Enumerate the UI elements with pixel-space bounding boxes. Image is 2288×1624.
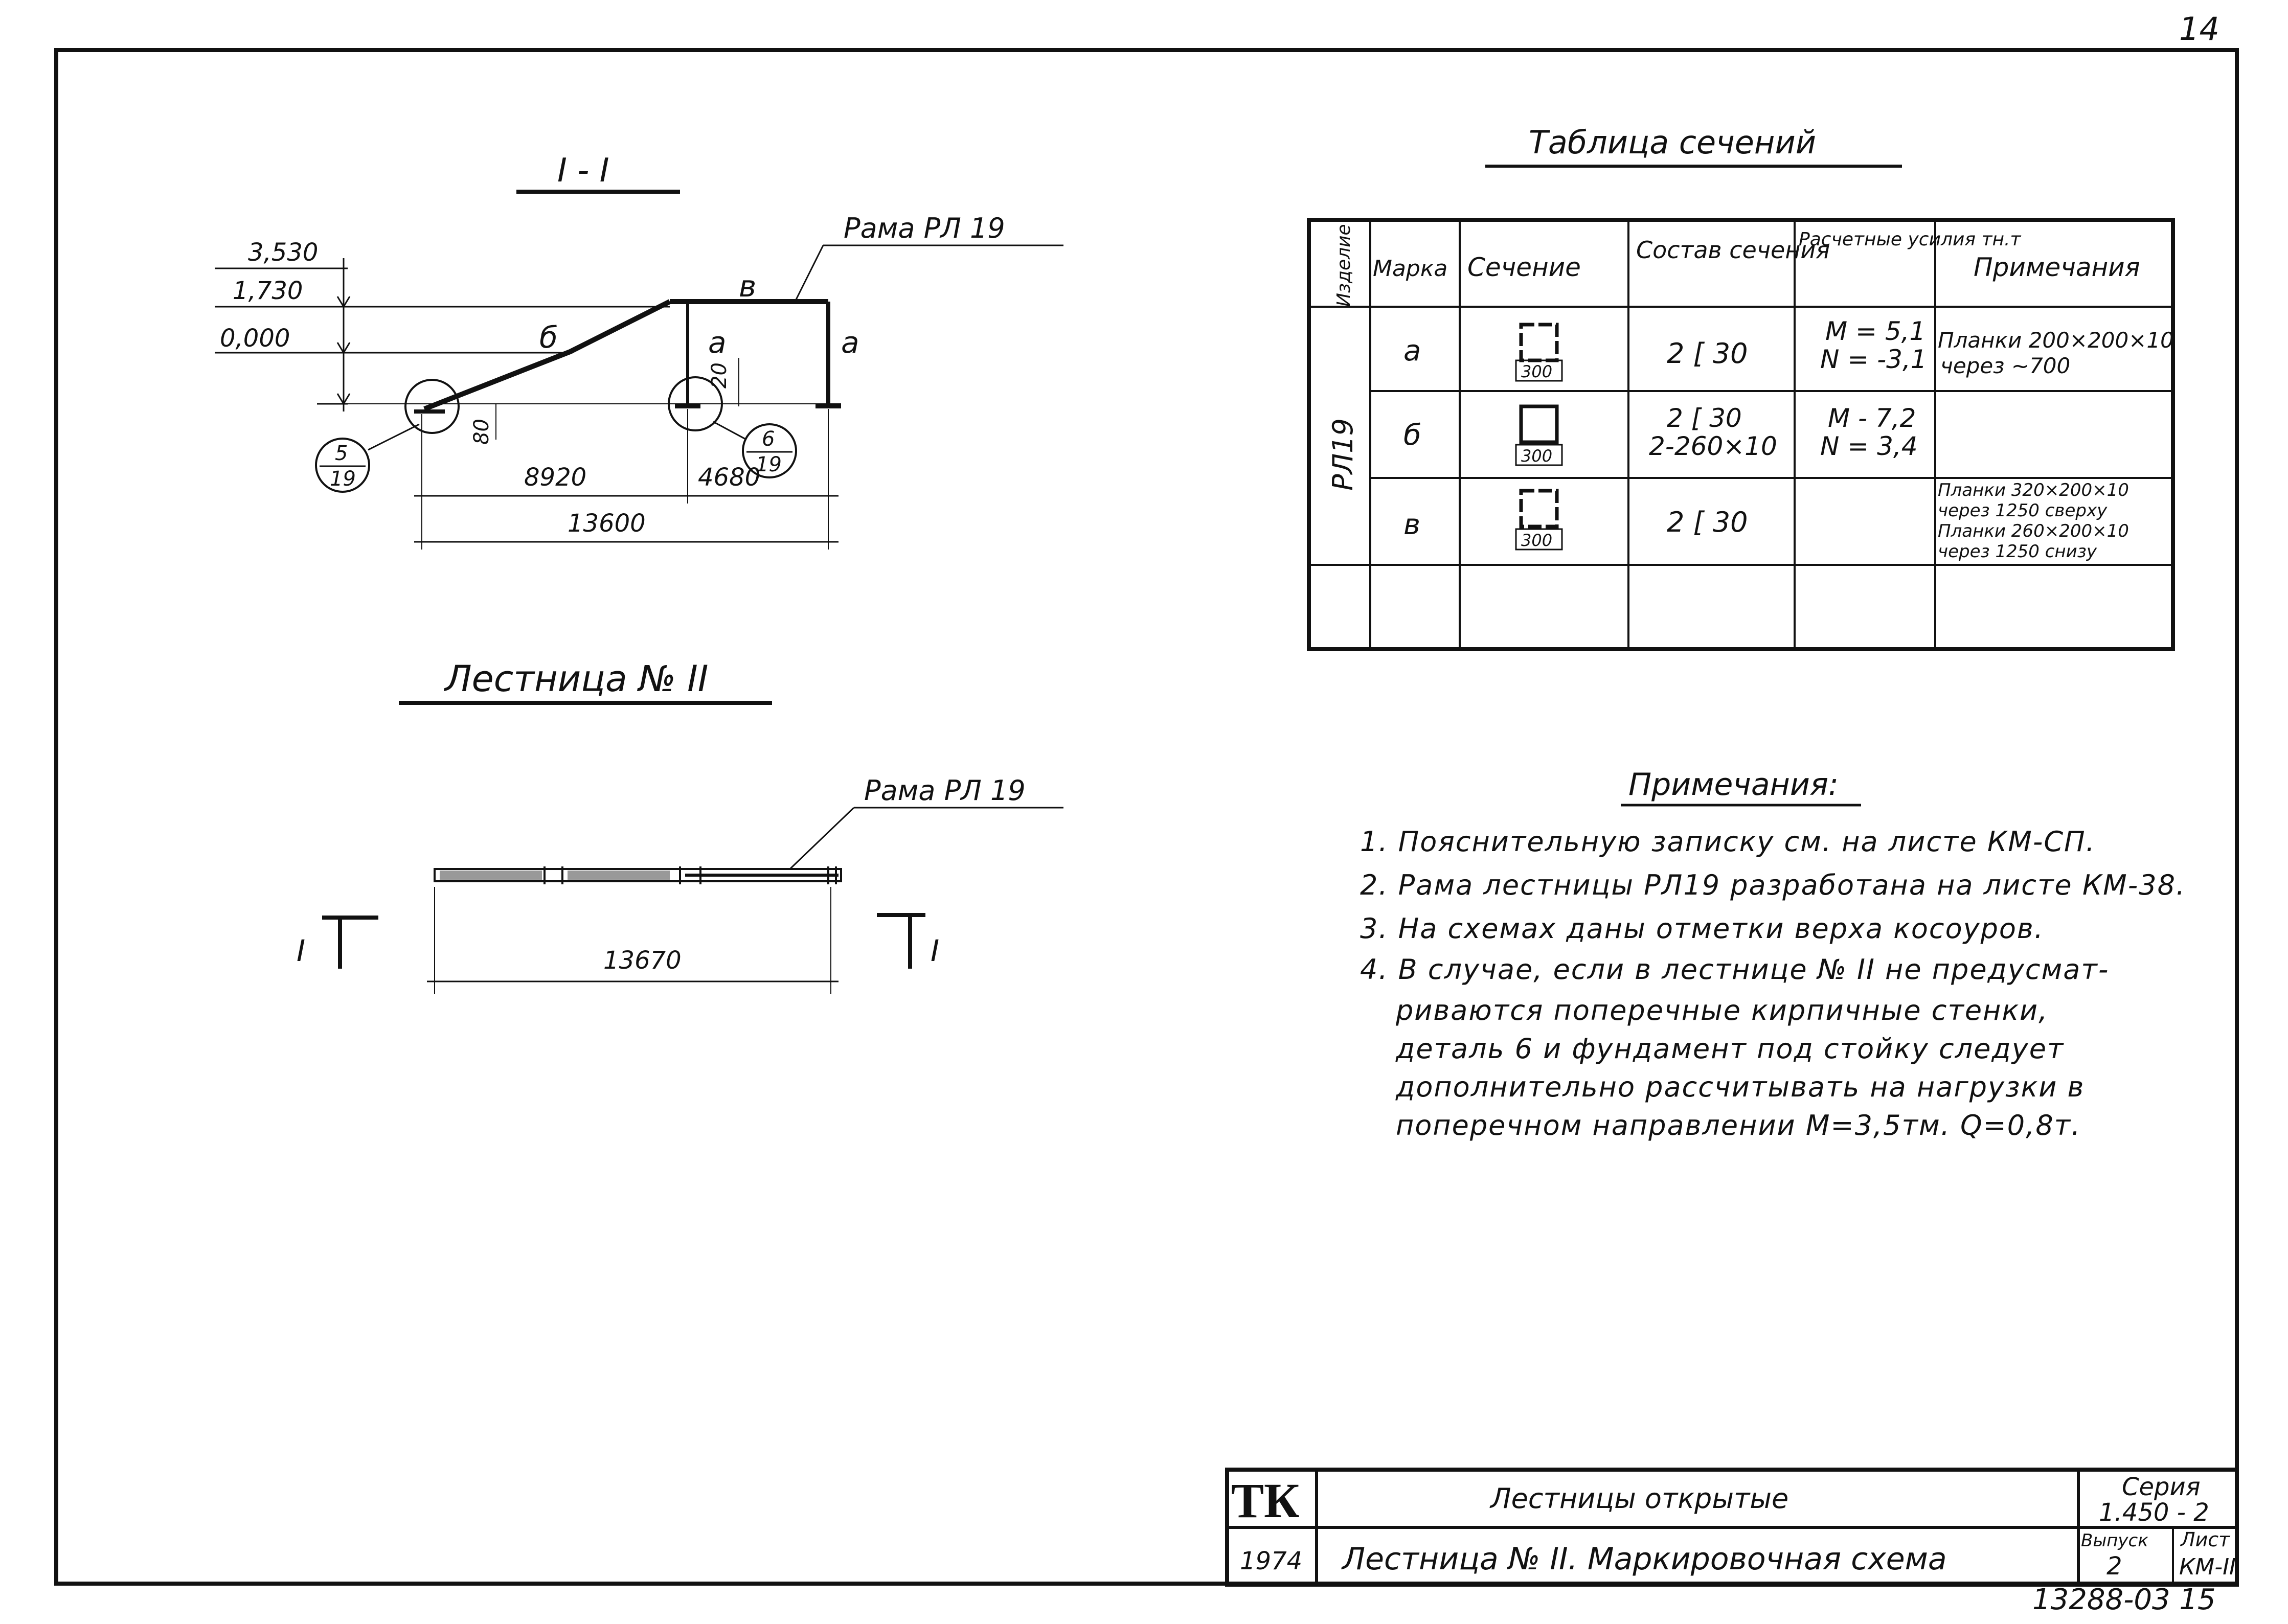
title-top: Лестницы открытые [1489,1482,1788,1515]
cut-mark-left: I [297,933,305,968]
notes-block: Примечания: [1621,767,1861,807]
sheet-value: КМ-II [2179,1554,2236,1580]
row-a-composition: 2 [ 30 [1667,337,1748,370]
table-title: Таблица сечений [1529,124,1816,161]
row-b-force-n: N = 3,4 [1820,431,1918,461]
dim-13600: 13600 [568,509,646,538]
dim-80: 80 [470,419,493,445]
row-b-force-m: М - 7,2 [1828,403,1916,433]
row-a-section-icon: 300 [1515,323,1563,382]
row-a-force-n: N = -3,1 [1820,345,1927,374]
issue-label: Выпуск [2081,1530,2148,1551]
member-mark-a2: а [841,325,859,360]
callout-5-den: 19 [330,467,356,491]
note-1: 1. Пояснительную записку см. на листе КМ… [1360,826,2096,858]
issue-value: 2 [2106,1552,2122,1581]
note-4-cont-2: деталь 6 и фундамент под стойку следует [1396,1033,2065,1065]
member-mark-b: б [539,320,558,355]
svg-text:300: 300 [1521,531,1552,550]
member-mark-v: в [739,269,756,304]
row-v-note-4: через 1250 снизу [1938,541,2097,562]
section-frame-label: Рама РЛ 19 [844,212,1005,244]
row-v-note-1: Планки 320×200×10 [1938,480,2129,500]
page-number: 14 [2179,10,2219,48]
row-v-note-2: через 1250 сверху [1938,500,2108,521]
note-4: 4. В случае, если в лестнице № II не пре… [1360,953,2110,986]
dim-8920: 8920 [524,463,586,492]
row-b-composition-2: 2-260×10 [1649,431,1777,461]
row-v-section-icon: 300 [1515,489,1563,551]
sheet-label: Лист [2180,1528,2231,1551]
product-rl19: РЛ19 [1327,418,1359,491]
callout-5-num: 5 [335,442,348,465]
svg-text:300: 300 [1521,362,1552,381]
header-mark: Марка [1373,256,1447,282]
header-composition: Состав сечения [1636,236,1830,264]
row-a-force-m: М = 5,1 [1825,316,1925,346]
series-label: Серия [2122,1473,2201,1501]
sheet-code: 13288-03 15 [2032,1583,2216,1616]
note-4-cont-4: поперечном направлении М=3,5тм. Q=0,8т. [1396,1109,2081,1141]
stair-plan [434,868,842,882]
elevation-0000: 0,000 [220,324,290,353]
note-4-cont-3: дополнительно рассчитывать на нагрузки в [1396,1071,2085,1103]
title-logo: ТК [1231,1473,1300,1528]
plan-view-title: Лестница № II [443,658,708,700]
elevation-1730: 1,730 [233,277,303,305]
row-a-mark: а [1403,334,1421,368]
dim-20: 20 [708,362,731,388]
plan-dim-13670: 13670 [603,946,682,975]
header-forces: Расчетные усилия тн.т [1799,229,2021,250]
note-4-cont-1: риваются поперечные кирпичные стенки, [1396,994,2049,1026]
dim-4680: 4680 [698,463,760,492]
row-b-section-icon: 300 [1515,404,1563,466]
cut-mark-right: I [931,933,939,968]
title-bottom: Лестница № II. Маркировочная схема [1341,1541,1947,1577]
member-mark-a1: а [708,325,727,360]
svg-text:300: 300 [1521,446,1552,466]
row-b-mark: б [1403,419,1421,452]
plan-frame-label: Рама РЛ 19 [864,774,1026,807]
title-block: ТК 1974 Лестницы открытые Лестница № II.… [1225,1468,2239,1587]
row-v-note-3: Планки 260×200×10 [1938,521,2129,541]
callout-6-den: 19 [756,453,782,476]
note-3: 3. На схемах даны отметки верха косоуров… [1360,912,2044,945]
note-2: 2. Рама лестницы РЛ19 разработана на лис… [1360,869,2186,901]
row-v-composition: 2 [ 30 [1667,506,1748,538]
sheet-frame [54,48,2239,1586]
header-section: Сечение [1467,253,1581,282]
sections-table: Таблица сечений Изделие Марка Сечение Со… [1307,124,2175,651]
section-view: I - I 3,530 1,730 0,000 б в а а Рама РЛ … [215,152,1063,550]
header-product: Изделие [1333,224,1354,307]
callout-6-num: 6 [762,427,775,451]
stringer-b [423,299,671,411]
plan-view: Лестница № II Рама РЛ 19 13670 I I [297,658,1063,994]
row-a-note-2: через ~700 [1940,353,2070,378]
row-b-composition: 2 [ 30 [1667,403,1742,433]
title-year: 1974 [1240,1547,1302,1575]
series-value: 1.450 - 2 [2099,1498,2209,1527]
header-notes: Примечания [1974,253,2140,282]
section-view-title: I - I [557,152,609,190]
elevation-3530: 3,530 [248,238,318,267]
notes-title: Примечания: [1628,767,1839,803]
row-v-mark: в [1403,508,1420,541]
row-a-note-1: Планки 200×200×10 [1938,328,2174,353]
